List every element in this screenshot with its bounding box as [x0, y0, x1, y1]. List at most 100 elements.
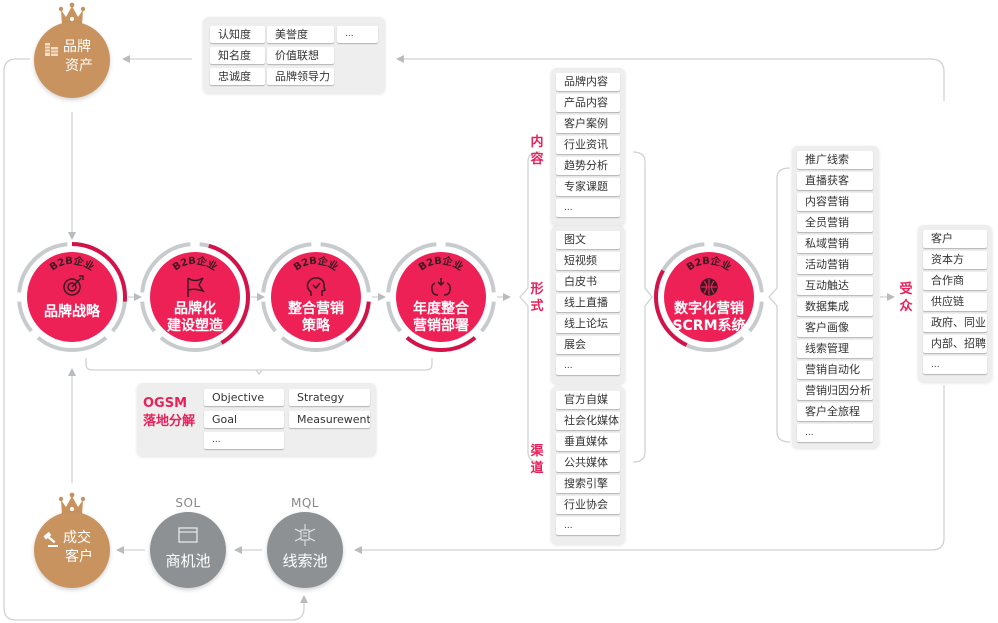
metric-chip: 美誉度 [267, 26, 334, 43]
audience-panel: 客户资本方合作商供应链政府、同业内部、招聘... [918, 225, 992, 382]
step-node-1[interactable]: B2B企业品牌战略 [16, 241, 128, 353]
audience-label: 受众 [899, 282, 913, 314]
step-node-3-label: 整合营销策略 [260, 301, 372, 335]
scrm-function-item: 私域营销 [797, 235, 873, 253]
step-node-2-label: 品牌化建设塑造 [139, 301, 251, 335]
category-item: 线上论坛 [556, 315, 620, 333]
brand-metrics-panel: 认知度 美誉度 ... 知名度 价值联想 忠诚度 品牌领导力 [203, 17, 385, 93]
deal-customer-label: 成交 客户 [63, 530, 93, 565]
crown-icon [58, 2, 86, 26]
progress-ring: B2B企业 [654, 242, 764, 352]
label-line: 品牌化 [174, 301, 216, 317]
label-line: 品牌战略 [44, 304, 100, 320]
ogsm-item: Goal [204, 411, 284, 428]
crown-icon [58, 492, 86, 516]
category-item: 展会 [556, 336, 620, 354]
category-item: 搜索引擎 [556, 475, 620, 493]
category-item: 官方自媒 [556, 391, 620, 409]
scrm-function-item: 客户画像 [797, 319, 873, 337]
ogsm-item: Objective [204, 389, 284, 406]
audience-item: 内部、招聘 [923, 335, 987, 353]
category-item: 垂直媒体 [556, 433, 620, 451]
category-item: 品牌内容 [556, 73, 620, 91]
label-line: 建设塑造 [167, 318, 223, 334]
category-item: 社会化媒体 [556, 412, 620, 430]
building-icon [45, 43, 58, 56]
audience-item: 合作商 [923, 272, 987, 290]
ogsm-item: Measurewent [289, 411, 370, 428]
category-label-channel: 渠道 [530, 444, 544, 476]
sol-label: SOL [175, 496, 201, 510]
metric-chip: 认知度 [210, 26, 265, 43]
lead-pool-label: 线索池 [282, 552, 328, 570]
category-item: 产品内容 [556, 94, 620, 112]
category-item: 客户案例 [556, 115, 620, 133]
step-node-3[interactable]: B2B企业整合营销策略 [260, 241, 372, 353]
category-item: ... [556, 357, 620, 375]
step-node-4[interactable]: B2B企业年度整合营销部署 [385, 241, 497, 353]
category-panel: 品牌内容产品内容客户案例行业资讯趋势分析专家课题... [551, 68, 625, 226]
lead-pool-node[interactable]: 线索池 [267, 512, 343, 588]
globe-network-icon [700, 278, 718, 296]
metric-chip: 忠诚度 [210, 68, 265, 85]
window-icon [178, 527, 198, 543]
category-panel: 图文短视频白皮书线上直播线上论坛展会... [551, 226, 625, 384]
category-label-content: 内容 [530, 135, 544, 167]
category-item: 行业资讯 [556, 136, 620, 154]
category-item: 白皮书 [556, 273, 620, 291]
audience-item: 供应链 [923, 293, 987, 311]
scrm-function-item: 活动营销 [797, 256, 873, 274]
progress-ring: B2B企业 [261, 242, 371, 352]
step-node-2[interactable]: B2B企业品牌化建设塑造 [139, 241, 251, 353]
loop-left-line [3, 58, 308, 621]
step-node-4-label: 年度整合营销部署 [385, 301, 497, 335]
category-item: ... [556, 517, 620, 535]
scrm-function-item: 营销归因分析 [797, 382, 873, 400]
metric-chip: 品牌领导力 [267, 68, 334, 85]
category-item: 线上直播 [556, 294, 620, 312]
scrm-function-item: 全员营销 [797, 214, 873, 232]
network-icon [294, 524, 316, 546]
scrm-function-item: 数据集成 [797, 298, 873, 316]
category-item: ... [556, 199, 620, 217]
brand-assets-node[interactable]: 品牌 资产 [34, 0, 110, 104]
scrm-function-item: 推广线索 [797, 151, 873, 169]
label-line: 数字化营销 [674, 301, 744, 317]
opportunity-pool-label: 商机池 [165, 552, 211, 570]
progress-ring: B2B企业 [386, 242, 496, 352]
category-item: 趋势分析 [556, 157, 620, 175]
deal-customer-node[interactable]: 成交 客户 [34, 490, 110, 594]
gavel-icon [43, 532, 58, 547]
progress-ring: B2B企业 [140, 242, 250, 352]
progress-ring: B2B企业 [17, 242, 127, 352]
category-item: 专家课题 [556, 178, 620, 196]
category-item: 图文 [556, 231, 620, 249]
category-item: 公共媒体 [556, 454, 620, 472]
label-line: SCRM系统 [672, 318, 746, 334]
scrm-functions-panel: 推广线索直播获客内容营销全员营销私域营销活动营销互动触达数据集成客户画像线索管理… [792, 146, 879, 448]
scrm-function-item: 营销自动化 [797, 361, 873, 379]
metric-chip: 价值联想 [267, 47, 334, 64]
target-icon [63, 275, 84, 296]
opportunity-pool-node[interactable]: 商机池 [150, 512, 226, 588]
loop-top-line [396, 55, 945, 101]
step-node-1-label: 品牌战略 [16, 304, 128, 321]
scrm-function-item: 线索管理 [797, 340, 873, 358]
scrm-function-item: 直播获客 [797, 172, 873, 190]
ogsm-item: ... [204, 432, 284, 449]
mql-label: MQL [291, 496, 319, 510]
recycle-icon [431, 278, 451, 296]
category-label-form: 形式 [530, 282, 544, 314]
category-item: 行业协会 [556, 496, 620, 514]
scrm-function-item: 客户全旅程 [797, 403, 873, 421]
category-item: 短视频 [556, 252, 620, 270]
scrm-function-item: 互动触达 [797, 277, 873, 295]
scrm-function-item: ... [797, 424, 873, 442]
audience-item: ... [923, 356, 987, 374]
loop-bottom-line [354, 385, 945, 554]
audience-item: 客户 [923, 230, 987, 248]
scrm-function-item: 内容营销 [797, 193, 873, 211]
